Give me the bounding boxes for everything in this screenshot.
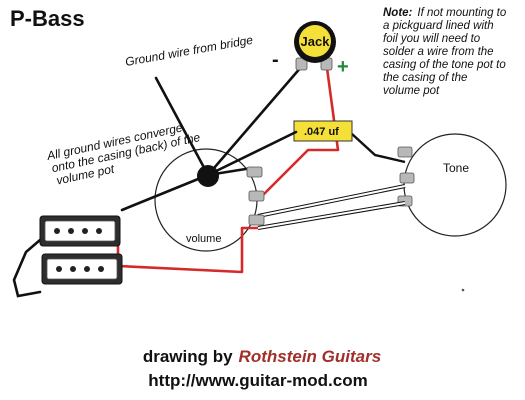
pickup-upper-pole-1 [54, 228, 60, 234]
note-line-2: a pickguard lined with [383, 20, 494, 32]
jack-label: Jack [301, 34, 331, 49]
pickup-lower-pole-1 [56, 266, 62, 272]
note-line-6: the casing of the [383, 72, 467, 84]
capacitor: .047 uf [293, 120, 353, 142]
volume-pot: volume [154, 148, 258, 252]
ground-wire-pickup-loop [12, 238, 42, 298]
tone-pot-lug-top [397, 146, 413, 158]
ground-wire-capacitor [206, 130, 298, 177]
pickup-lower-pole-4 [98, 266, 104, 272]
volume-pot-lugs [246, 166, 265, 226]
volume-pot-lug-top [246, 166, 263, 178]
ground-wire-pickup [120, 173, 210, 212]
note-line-7: volume pot [383, 85, 440, 97]
pickup-lower [41, 253, 123, 285]
ground-wires [12, 64, 304, 298]
pickup-upper [39, 215, 121, 247]
output-jack: Jack [294, 21, 336, 71]
ground-wire-label: Ground wire from bridge [124, 33, 254, 69]
note-line-1: If not mounting to [417, 7, 506, 19]
note-text: Note: If not mounting to a pickguard line… [383, 7, 509, 97]
tone-pot-label: Tone [443, 161, 469, 175]
ground-solder-point [197, 165, 219, 187]
hot-wire-pickup-to-volume [116, 226, 258, 274]
hot-wire-jack-to-volume [261, 67, 340, 197]
pickup-lower-pole-2 [70, 266, 76, 272]
note-line-3: foil you will need to [383, 33, 481, 45]
ground-wire-jack [206, 64, 304, 177]
jack-minus-label: - [272, 49, 279, 71]
capacitor-label: .047 uf [304, 126, 339, 138]
tone-pot: Tone [397, 133, 507, 237]
tone-pot-lug-middle [399, 172, 415, 184]
diagram-title: P-Bass [10, 6, 85, 31]
pickup-upper-pole-3 [82, 228, 88, 234]
pickup-upper-pole-2 [68, 228, 74, 234]
pickup-lower-pole-3 [84, 266, 90, 272]
hot-wires [116, 67, 340, 274]
jack-plus-label: + [337, 56, 349, 78]
note-prefix: Note: [383, 7, 413, 19]
volume-pot-lug-bottom [248, 214, 265, 226]
note-line-4: solder a wire from the [383, 46, 494, 58]
credit-url[interactable]: http://www.guitar-mod.com [148, 371, 367, 390]
credit-author: Rothstein Guitars [239, 347, 382, 366]
note-line-5: casing of the tone pot to [383, 59, 506, 71]
volume-pot-label: volume [186, 233, 221, 245]
credit-prefix: drawing by [143, 347, 233, 366]
credit-line: drawing by Rothstein Guitars [143, 347, 381, 366]
pickup-upper-pole-4 [96, 228, 102, 234]
stray-dot [461, 288, 465, 292]
capacitor-to-tone-wire [351, 133, 406, 164]
volume-tone-bridge-wires [257, 184, 406, 230]
ground-wire-bridge [154, 76, 210, 177]
volume-pot-lug-middle [248, 190, 265, 202]
